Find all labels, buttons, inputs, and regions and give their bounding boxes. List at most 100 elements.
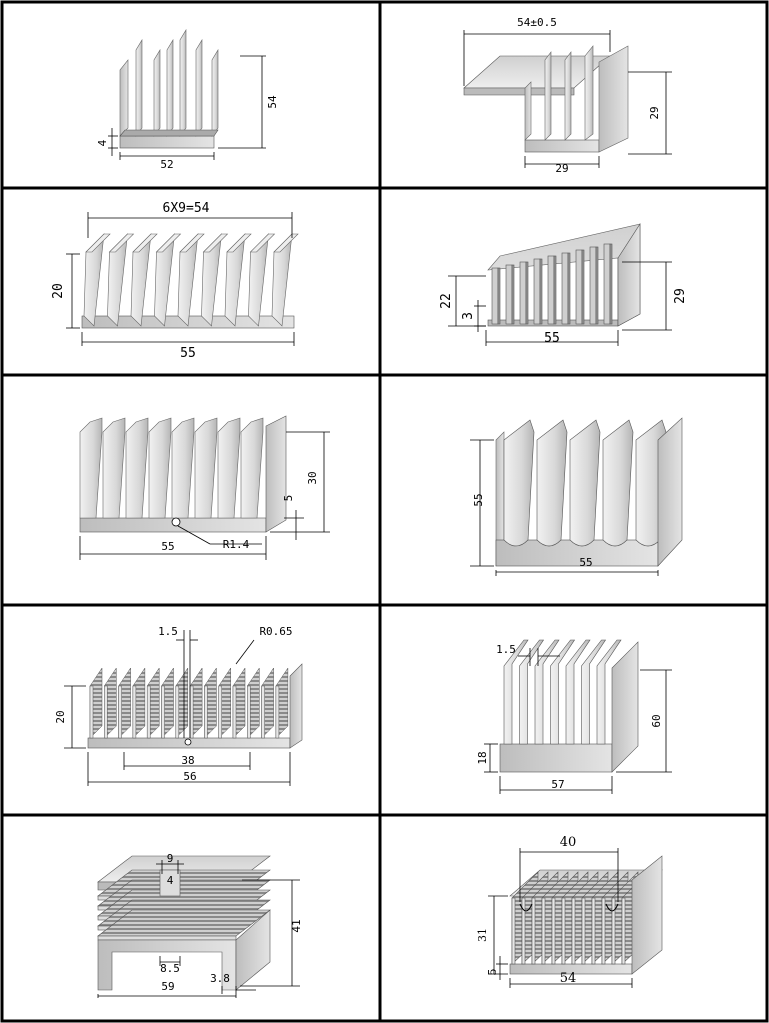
p5-radius-label: R1.4 (223, 538, 250, 551)
fin-edge (189, 685, 194, 739)
p10-top-label: 40 (560, 835, 577, 850)
p5-height-label: 30 (306, 471, 319, 484)
fin-edge (104, 685, 108, 739)
fin (503, 419, 535, 547)
p7-width-label: 56 (183, 770, 196, 783)
fin-edge (218, 685, 222, 739)
fin (194, 417, 218, 519)
fin (125, 417, 149, 519)
p7-inner-label: 38 (181, 754, 194, 767)
fin-shadow (595, 246, 599, 325)
fin-edge (581, 897, 586, 965)
fin-edge (275, 685, 280, 739)
fin (603, 243, 611, 325)
fin-edge (161, 685, 165, 739)
fin (102, 417, 126, 519)
fin-shadow (581, 249, 585, 325)
fin (589, 246, 597, 325)
panel-5-heatsink: 30 5 55 R1.4 (79, 415, 330, 560)
p9-height-label: 41 (290, 919, 303, 932)
fin-shadow (567, 252, 571, 325)
panel-4-heatsink: 22 3 29 55 (439, 222, 688, 346)
fin-edge (146, 685, 151, 739)
fin (79, 417, 103, 519)
fin (602, 419, 634, 547)
fin-edge (591, 897, 596, 965)
fin-edge (204, 685, 208, 739)
p10-width-label: 54 (560, 971, 577, 986)
p4-width-label: 55 (544, 331, 560, 346)
fin-edge (247, 685, 251, 739)
fin-edge (611, 897, 616, 965)
fin-edge (561, 897, 566, 965)
fin-top (108, 233, 135, 253)
p5-base-label: 5 (282, 495, 295, 502)
p8-base-label: 18 (476, 751, 489, 764)
p10-height-label: 31 (476, 928, 489, 942)
p1-height-label: 54 (266, 95, 279, 109)
fin-edge (601, 897, 606, 965)
fin-top (273, 233, 299, 253)
fin (534, 639, 560, 745)
p4-left-inner-label: 3 (461, 312, 476, 320)
p3-height-label: 20 (51, 283, 66, 299)
fin-edge (511, 897, 516, 965)
fin (550, 639, 576, 745)
fin-top (226, 233, 252, 253)
fin-edge (89, 685, 94, 739)
fin (581, 639, 607, 745)
fin-shadow (539, 258, 543, 325)
p7-fin-label: 1.5 (158, 625, 178, 638)
fin-edge (521, 897, 526, 965)
fin (575, 249, 583, 325)
p6-width-label: 55 (579, 556, 592, 569)
p8-height-label: 60 (650, 714, 663, 727)
fin-shadow (511, 264, 515, 325)
fin (148, 417, 172, 519)
p9-slot-label: 9 (167, 852, 174, 865)
fin-top (132, 233, 158, 253)
fin-top (179, 233, 205, 253)
fin-edge (621, 897, 626, 965)
p7-radius-label: R0.65 (259, 625, 292, 638)
p4-height-label: 29 (673, 288, 688, 304)
p5-width-label: 55 (161, 540, 174, 553)
panel-3-heatsink: 6X9=54 20 55 (51, 201, 299, 361)
panel-1-heatsink: 54 52 4 (96, 28, 279, 171)
fin (491, 267, 499, 325)
p1-width-label: 52 (160, 158, 173, 171)
fin-edge (175, 685, 180, 739)
fin-edge (541, 897, 546, 965)
fin (565, 639, 591, 745)
fin-top (202, 233, 229, 253)
panel-8-heatsink: 1.5 60 18 57 (476, 639, 672, 794)
p9-tab-label: 4 (167, 874, 174, 887)
fin (217, 417, 241, 519)
fin (569, 419, 601, 547)
panel-2-heatsink: 54±0.5 29 29 (463, 16, 672, 175)
fin (503, 639, 529, 745)
fin (505, 264, 513, 325)
p8-fin-label: 1.5 (496, 643, 516, 656)
fin-edge (232, 685, 237, 739)
panel-6-heatsink: 55 55 (470, 417, 683, 576)
p4-left-outer-label: 22 (439, 293, 454, 309)
plate-edge (97, 935, 237, 941)
p2-height-label: 29 (648, 106, 661, 119)
fin (547, 255, 555, 325)
fin (561, 252, 569, 325)
fin (536, 419, 568, 547)
fin (171, 417, 195, 519)
fin-edge (132, 685, 137, 739)
fin-shadow (553, 255, 557, 325)
p3-width-label: 55 (180, 346, 196, 361)
fin (596, 639, 622, 745)
p2-top-label: 54±0.5 (517, 16, 557, 29)
fin (533, 258, 541, 325)
p8-width-label: 57 (551, 778, 564, 791)
p9-inner-label: 8.5 (160, 962, 180, 975)
fin-edge (571, 897, 576, 965)
p10-base-label: 5 (486, 969, 499, 976)
fin-top (85, 233, 111, 253)
